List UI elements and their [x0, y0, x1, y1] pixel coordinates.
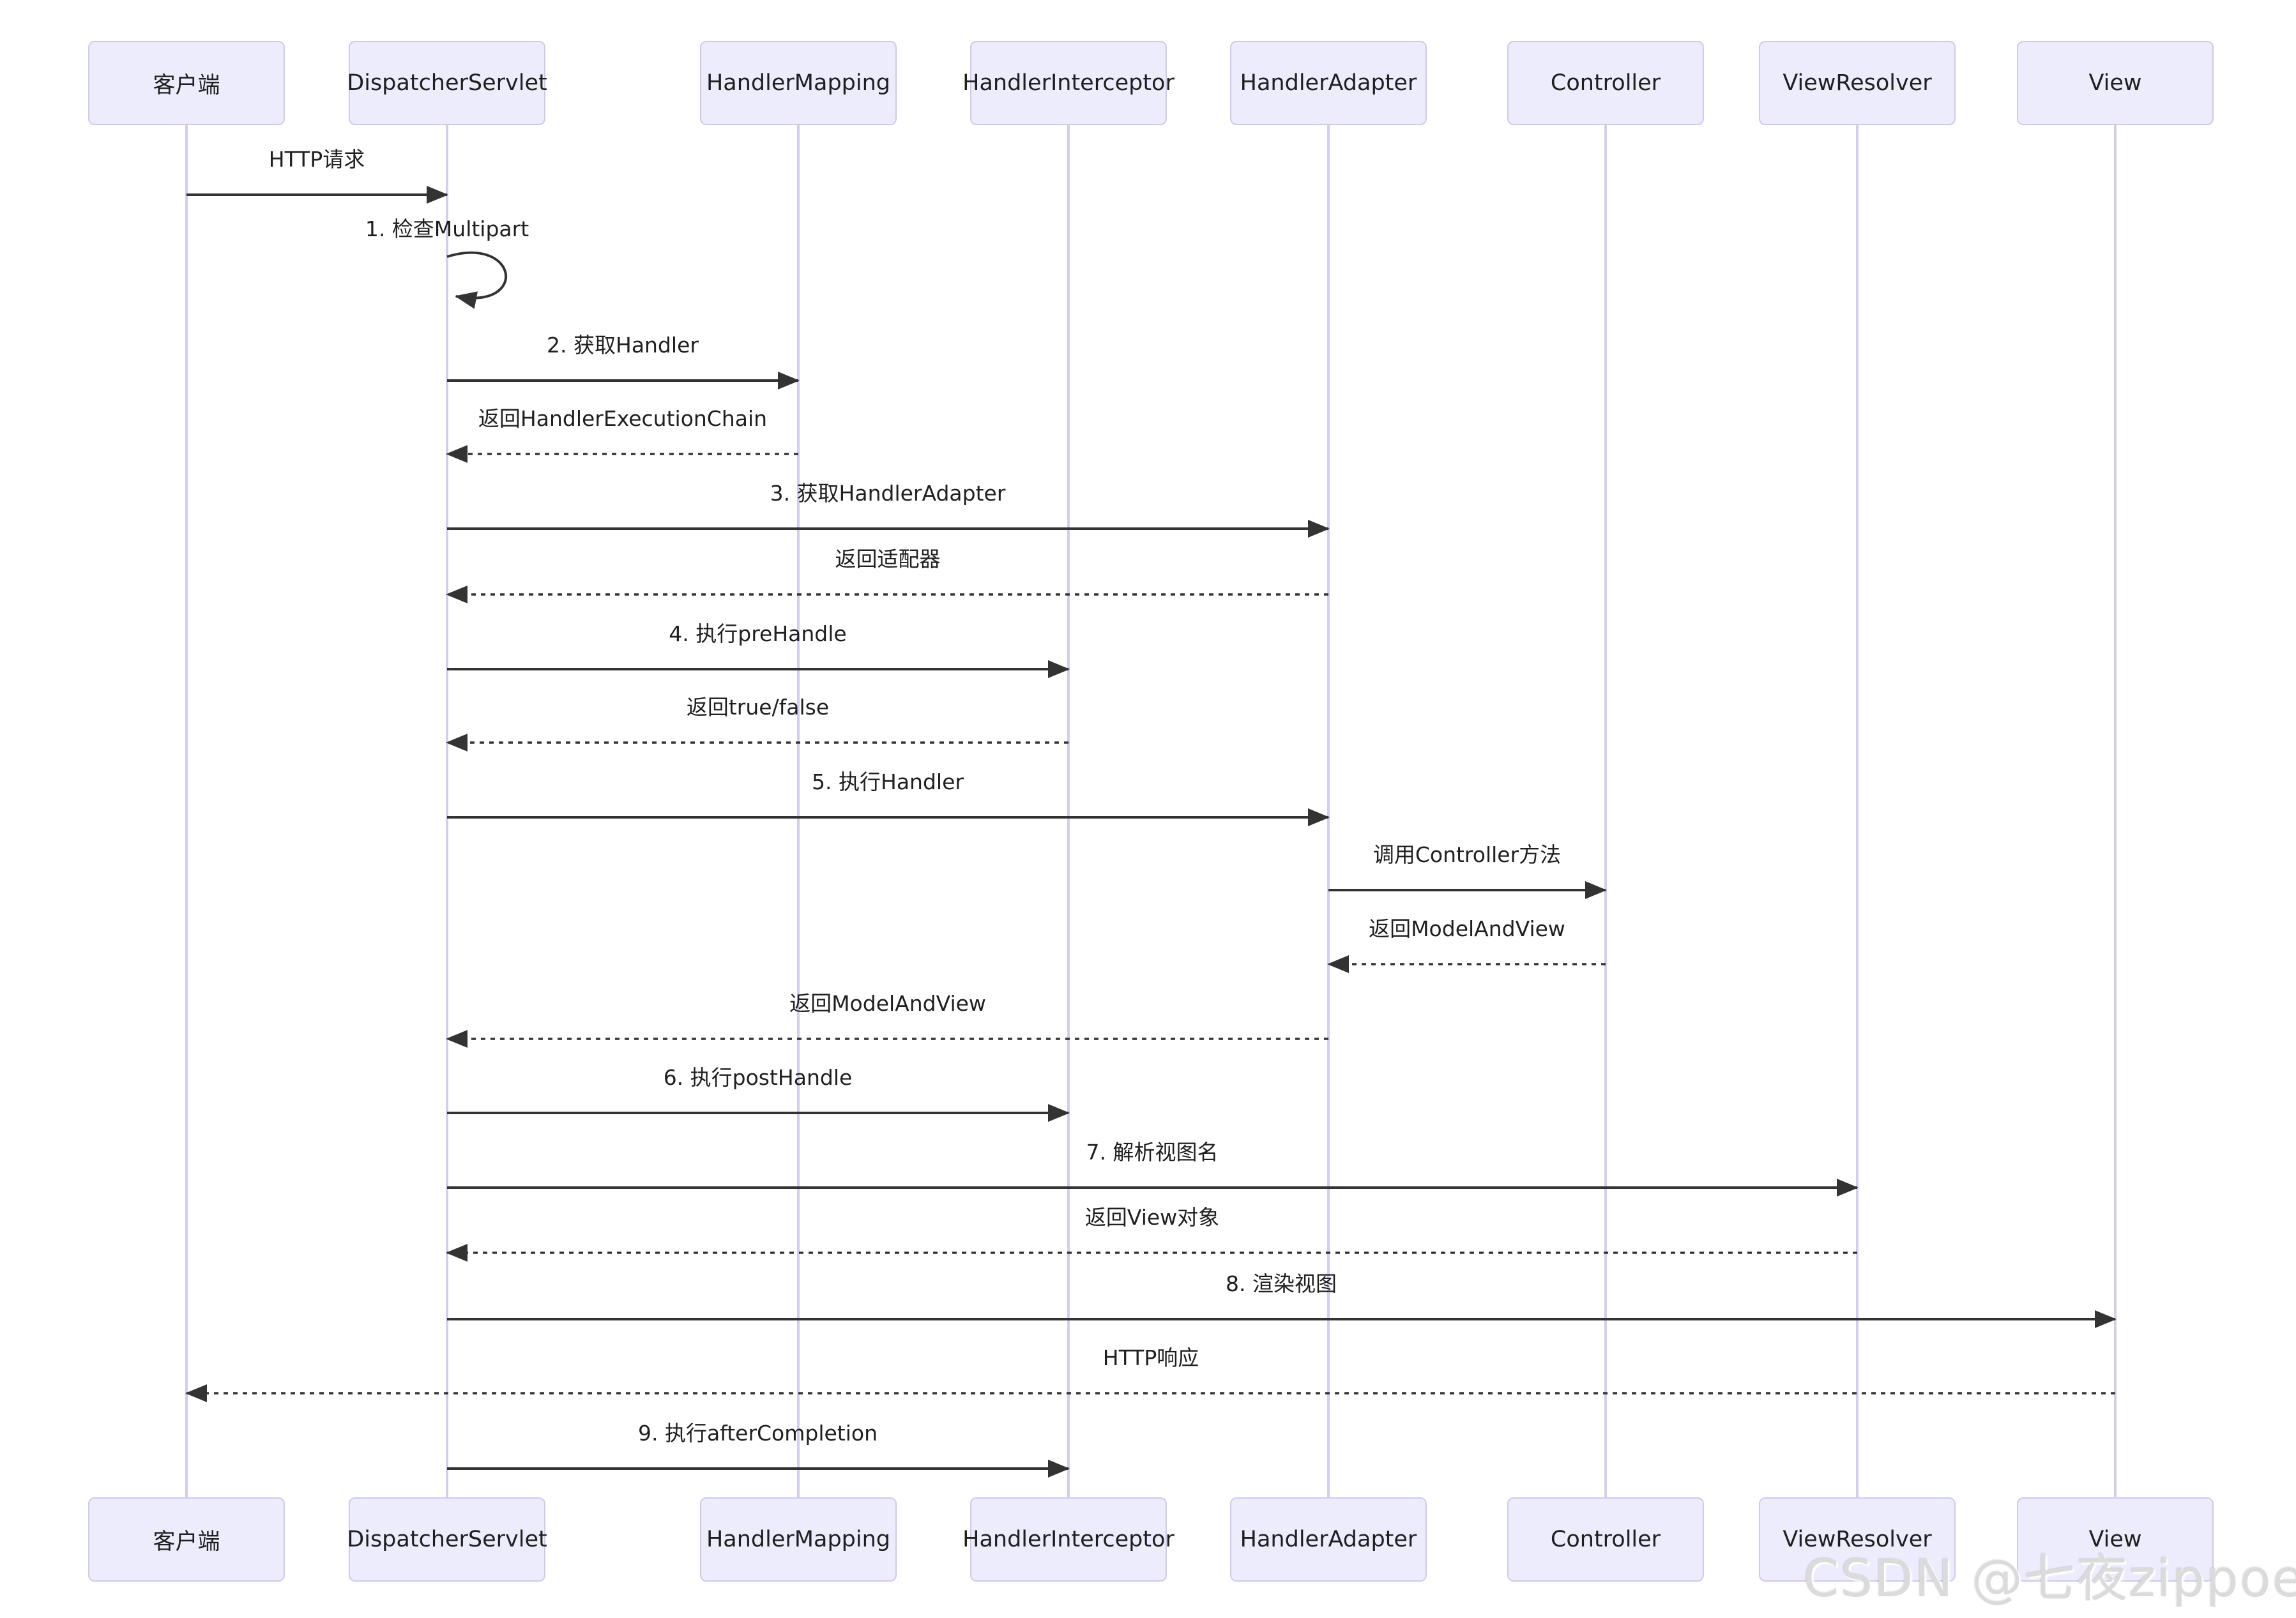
participant-top-6: ViewResolver: [1759, 41, 1956, 125]
participant-top-3: HandlerInterceptor: [962, 41, 1175, 125]
participant-top-1: DispatcherServlet: [347, 41, 547, 125]
message-label: 8. 渲染视图: [1226, 1271, 1337, 1296]
message-label: 5. 执行Handler: [812, 769, 964, 794]
message-label: 返回ModelAndView: [1369, 916, 1565, 941]
watermark: CSDN @七夜zippoe: [1803, 1549, 2296, 1608]
participant-top-0: 客户端: [88, 41, 285, 125]
participant-bottom-2: HandlerMapping: [700, 1497, 897, 1582]
message-label: 返回适配器: [835, 547, 941, 571]
message-label: 2. 获取Handler: [547, 333, 699, 358]
message-label: 6. 执行postHandle: [663, 1065, 853, 1090]
participant-top-2: HandlerMapping: [700, 41, 897, 125]
message-label: 返回true/false: [686, 695, 830, 720]
message-label: 返回View对象: [1084, 1205, 1220, 1230]
message-label: 1. 检查Multipart: [365, 216, 529, 241]
message-label: 3. 获取HandlerAdapter: [770, 481, 1006, 506]
message-label: HTTP请求: [268, 147, 365, 172]
participant-bottom-0: 客户端: [88, 1497, 285, 1582]
participant-bottom-3: HandlerInterceptor: [962, 1497, 1175, 1582]
message-label: 4. 执行preHandle: [669, 621, 847, 646]
message-label: HTTP响应: [1102, 1345, 1199, 1370]
self-message-arrow: [446, 251, 508, 309]
participant-top-7: View: [2017, 41, 2214, 125]
message-label: 返回ModelAndView: [789, 991, 986, 1016]
participant-bottom-5: Controller: [1507, 1497, 1704, 1582]
message-label: 调用Controller方法: [1372, 842, 1562, 867]
message-label: 9. 执行afterCompletion: [637, 1421, 878, 1446]
participant-top-5: Controller: [1507, 41, 1704, 125]
participant-bottom-4: HandlerAdapter: [1230, 1497, 1427, 1582]
participant-bottom-6: ViewResolver: [1759, 1497, 1956, 1582]
participant-bottom-1: DispatcherServlet: [347, 1497, 547, 1582]
message-label: 返回HandlerExecutionChain: [478, 406, 768, 431]
message-label: 7. 解析视图名: [1086, 1140, 1219, 1165]
participant-bottom-7: View: [2017, 1497, 2214, 1582]
participant-top-4: HandlerAdapter: [1230, 41, 1427, 125]
